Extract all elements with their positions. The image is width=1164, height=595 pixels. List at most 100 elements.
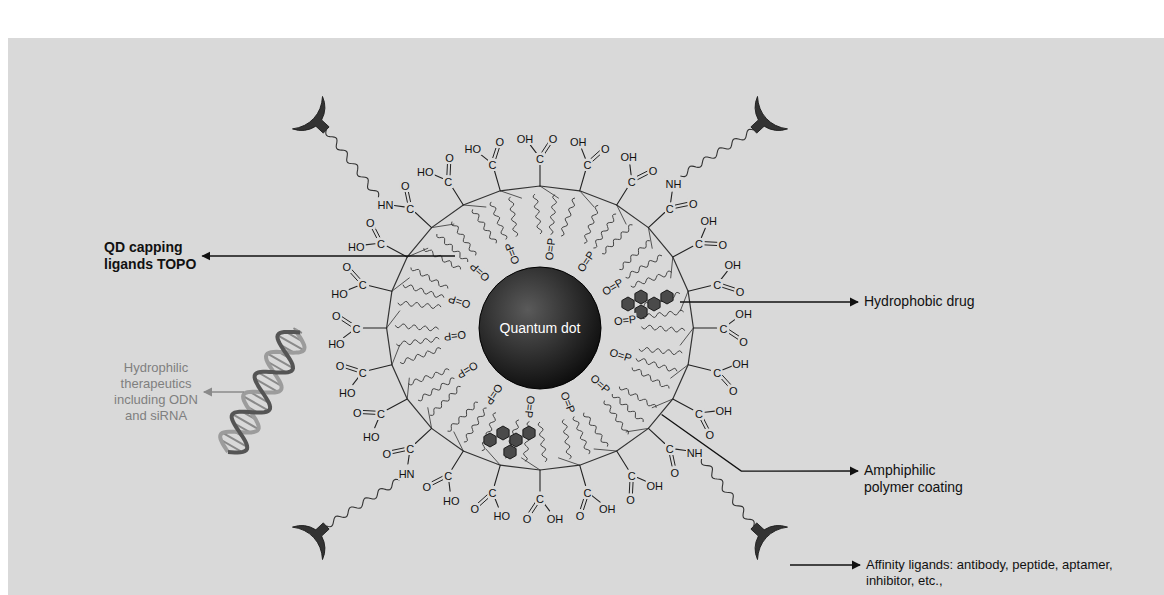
label-anchor: O=P <box>481 380 509 410</box>
callout-box: QD capping ligands TOPO <box>104 239 218 273</box>
alkyl-chain <box>604 401 629 435</box>
double-bond <box>363 413 375 415</box>
label-anchor: O <box>600 139 611 157</box>
phosphine-oxide: O=P <box>446 292 473 311</box>
drug-molecule <box>484 433 496 447</box>
phosphine-oxide: O=P <box>607 345 634 364</box>
label-anchor: O=P <box>521 393 542 419</box>
drug-molecule <box>510 433 522 447</box>
phosphine-oxide: O=P <box>483 381 506 408</box>
carbon-atom: C <box>443 470 453 482</box>
bond <box>434 175 443 179</box>
bond <box>344 332 352 338</box>
label-anchor: O=P <box>445 290 474 314</box>
quantum-dot: Quantum dot <box>478 266 602 390</box>
oxygen-atom: O <box>705 429 716 441</box>
callout-box: Amphiphilic polymer coating <box>864 462 984 496</box>
label-anchor: O <box>495 132 506 150</box>
bond <box>673 246 693 257</box>
alkyl-chain <box>418 378 454 401</box>
double-bond <box>723 287 734 291</box>
label-anchor: C <box>694 234 704 252</box>
oxygen-atom: O <box>625 494 636 506</box>
alkyl-chain <box>538 422 547 462</box>
carbon-atom: C <box>583 487 593 499</box>
alkyl-chain <box>430 386 461 415</box>
carbon-atom: C <box>488 159 498 171</box>
callout-label: Hydrophilic therapeutics including ODN a… <box>108 360 204 424</box>
bond <box>452 187 463 205</box>
alkyl-chain <box>448 402 478 431</box>
carbon-atom: C <box>358 367 368 379</box>
alkyl-chain <box>584 413 608 447</box>
label-anchor: C <box>694 404 704 422</box>
oxygen-atom: O <box>688 198 699 210</box>
bond <box>582 149 586 158</box>
leader-arrow <box>662 415 858 472</box>
bond <box>387 399 407 410</box>
callout-label: Amphiphilic polymer coating <box>864 462 984 496</box>
double-bond <box>584 498 588 509</box>
alkyl-chain <box>584 205 598 243</box>
hydroxyl-group: HO <box>362 431 381 443</box>
hydroxyl-group: HO <box>327 338 346 350</box>
label-anchor: O <box>735 282 746 300</box>
alkyl-chain <box>403 285 444 298</box>
bond <box>676 449 686 450</box>
amide-group: NH <box>664 178 682 190</box>
callout-label: QD capping ligands TOPO <box>104 239 218 273</box>
peg-linker <box>326 479 399 526</box>
alkyl-chain <box>411 268 448 289</box>
label-anchor: O <box>648 161 659 179</box>
double-bond <box>450 163 452 175</box>
label-anchor: O=P <box>586 369 616 399</box>
label-anchor: O <box>444 148 455 166</box>
bond <box>415 213 431 228</box>
label-anchor: NH <box>664 174 682 192</box>
carbon-atom: C <box>627 176 637 188</box>
carbon-atom: C <box>488 487 498 499</box>
hydroxyl-group: OH <box>700 215 719 227</box>
carbon-atom: C <box>694 238 704 250</box>
amide-group: HN <box>376 199 394 211</box>
label-anchor: HO <box>330 284 349 302</box>
alkyl-chain <box>400 348 441 364</box>
leader-arrow <box>680 301 858 302</box>
alkyl-chain <box>639 348 682 355</box>
label-anchor: O <box>688 194 699 212</box>
hydroxyl-group: OH <box>724 259 743 271</box>
alkyl-chain <box>472 209 496 243</box>
label-anchor: OH <box>620 147 639 165</box>
label-anchor: O <box>705 425 716 443</box>
label-anchor: C <box>488 483 498 501</box>
dna-strand <box>220 330 304 453</box>
bond <box>370 365 392 371</box>
label-anchor: O <box>670 463 681 481</box>
drug-molecule <box>635 290 647 304</box>
drug-molecule <box>622 297 634 311</box>
callout-box: Hydrophilic therapeutics including ODN a… <box>108 360 204 424</box>
polymer-backbone <box>387 311 400 328</box>
double-bond <box>363 410 375 412</box>
label-anchor: O=P <box>612 308 638 329</box>
alkyl-chain <box>561 198 575 236</box>
bond <box>648 213 664 228</box>
bond <box>394 206 404 207</box>
oxygen-atom: O <box>444 152 455 164</box>
carbon-atom: C <box>719 323 729 335</box>
label-anchor: O <box>548 129 559 147</box>
alkyl-chain <box>642 325 685 332</box>
drug-molecule <box>523 426 535 440</box>
oxygen-atom: O <box>382 448 393 460</box>
affinity-ligand <box>739 96 788 146</box>
oxygen-atom: O <box>575 510 586 522</box>
bond <box>580 171 586 191</box>
label-anchor: O <box>400 176 411 194</box>
double-bond <box>670 454 673 466</box>
polymer-backbone <box>432 224 454 228</box>
oxygen-atom: O <box>735 286 746 298</box>
label-anchor: O=P <box>606 341 635 365</box>
drug-molecule <box>648 297 660 311</box>
polymer-backbone <box>407 378 409 399</box>
